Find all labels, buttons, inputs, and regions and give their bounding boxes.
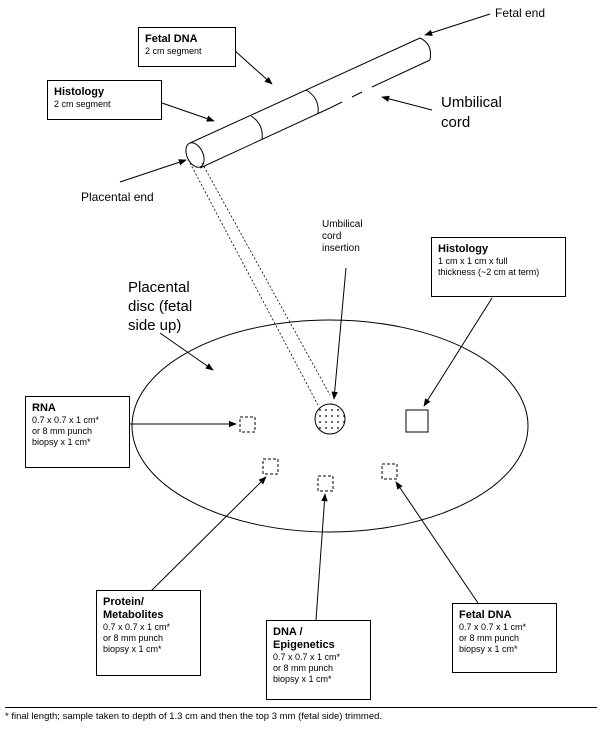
rna-box: RNA 0.7 x 0.7 x 1 cm* or 8 mm punch biop… [25, 396, 130, 468]
disc-fetal-dna-box: Fetal DNA 0.7 x 0.7 x 1 cm* or 8 mm punc… [452, 603, 557, 673]
cord-histology-box: Histology 2 cm segment [47, 80, 162, 120]
box-title: Fetal DNA [459, 609, 512, 621]
placental-disc-label-2: disc (fetal [128, 298, 193, 315]
box-title: Protein/ Metabolites [103, 596, 164, 621]
placental-disc [131, 319, 529, 533]
box-text: 1 cm x 1 cm x full thickness (~2 cm at t… [438, 256, 540, 277]
arrow-cord-insertion [331, 267, 347, 400]
insertion-label-1: Umbilical [322, 219, 363, 230]
umbilical-cord-label-2: cord [441, 114, 471, 131]
fetal-end-label: Fetal end [495, 6, 546, 20]
rna-sample-square [239, 416, 256, 433]
histology-sample-square [405, 409, 429, 433]
box-text: 2 cm segment [54, 99, 111, 109]
arrow-cord-histology [161, 102, 215, 122]
protein-metabolites-box: Protein/ Metabolites 0.7 x 0.7 x 1 cm* o… [96, 590, 201, 676]
placental-disc-label-1: Placental [128, 279, 190, 296]
placental-end-label: Placental end [81, 190, 154, 204]
dna-epigenetics-box: DNA / Epigenetics 0.7 x 0.7 x 1 cm* or 8… [266, 620, 371, 700]
arrow-protein [149, 476, 267, 593]
box-text: 0.7 x 0.7 x 1 cm* or 8 mm punch biopsy x… [103, 622, 171, 654]
arrow-disc-fetal-dna [395, 481, 479, 604]
box-title: Histology [54, 86, 105, 98]
projection-line [189, 162, 319, 406]
projection-line [201, 162, 331, 396]
placental-disc-label-3: side up) [128, 317, 182, 334]
box-title: DNA / Epigenetics [273, 626, 335, 651]
box-title: RNA [32, 402, 56, 414]
arrow-placental-disc [159, 332, 214, 371]
protein-sample-square [262, 458, 279, 475]
arrow-placental-end [119, 159, 187, 183]
umbilical-cord [185, 37, 431, 169]
box-text: 0.7 x 0.7 x 1 cm* or 8 mm punch biopsy x… [273, 652, 341, 684]
box-title: Fetal DNA [145, 33, 198, 45]
footnote: * final length; sample taken to depth of… [5, 711, 383, 722]
arrow-umbilical-cord [381, 95, 433, 111]
disc-histology-box: Histology 1 cm x 1 cm x full thickness (… [431, 237, 566, 297]
box-text: 2 cm segment [145, 46, 202, 56]
box-title: Histology [438, 243, 489, 255]
insertion-label-2: cord [322, 231, 342, 242]
insertion-label-3: insertion [322, 243, 360, 254]
box-text: 0.7 x 0.7 x 1 cm* or 8 mm punch biopsy x… [32, 415, 100, 447]
cord-fetal-dna-box: Fetal DNA 2 cm segment [138, 27, 236, 67]
arrow-disc-histology [423, 297, 493, 407]
cord-insertion [314, 403, 346, 435]
arrow-fetal-end [424, 13, 491, 36]
arrow-cord-fetal-dna [233, 49, 273, 85]
dna-sample-square [317, 475, 334, 492]
fetal-dna-sample-square [381, 463, 398, 480]
umbilical-cord-label-1: Umbilical [441, 94, 502, 111]
footnote-divider [5, 707, 597, 708]
arrow-dna-epigenetics [315, 493, 328, 621]
box-text: 0.7 x 0.7 x 1 cm* or 8 mm punch biopsy x… [459, 622, 527, 654]
